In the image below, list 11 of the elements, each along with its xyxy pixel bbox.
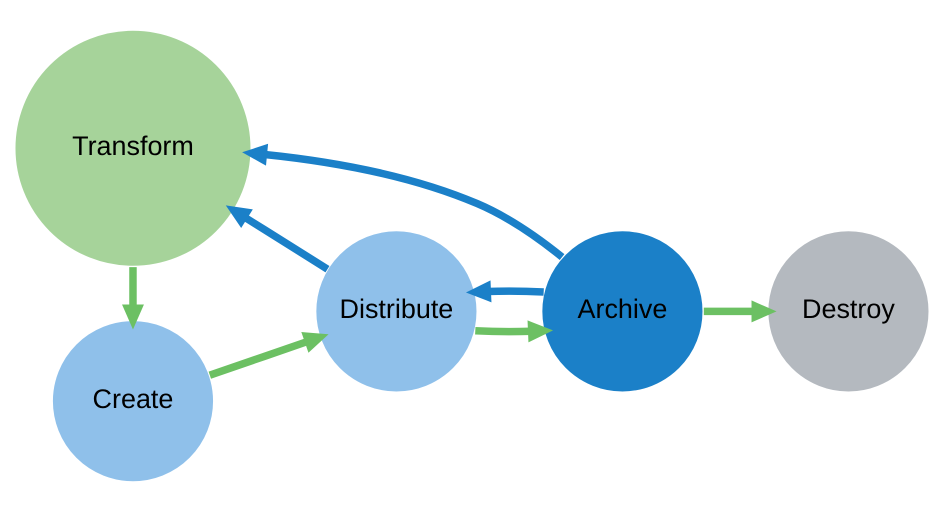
arrow (122, 267, 144, 330)
node-circle: Destroy (766, 230, 930, 393)
arrow (475, 320, 554, 342)
arrow (226, 205, 330, 272)
arrow (242, 144, 564, 260)
node-circle: Archive (540, 230, 704, 393)
arrow (466, 280, 544, 302)
arrow (208, 332, 329, 379)
arrow (704, 300, 777, 322)
node-circle: Create (51, 320, 215, 483)
node-circle: Distribute (314, 230, 478, 393)
